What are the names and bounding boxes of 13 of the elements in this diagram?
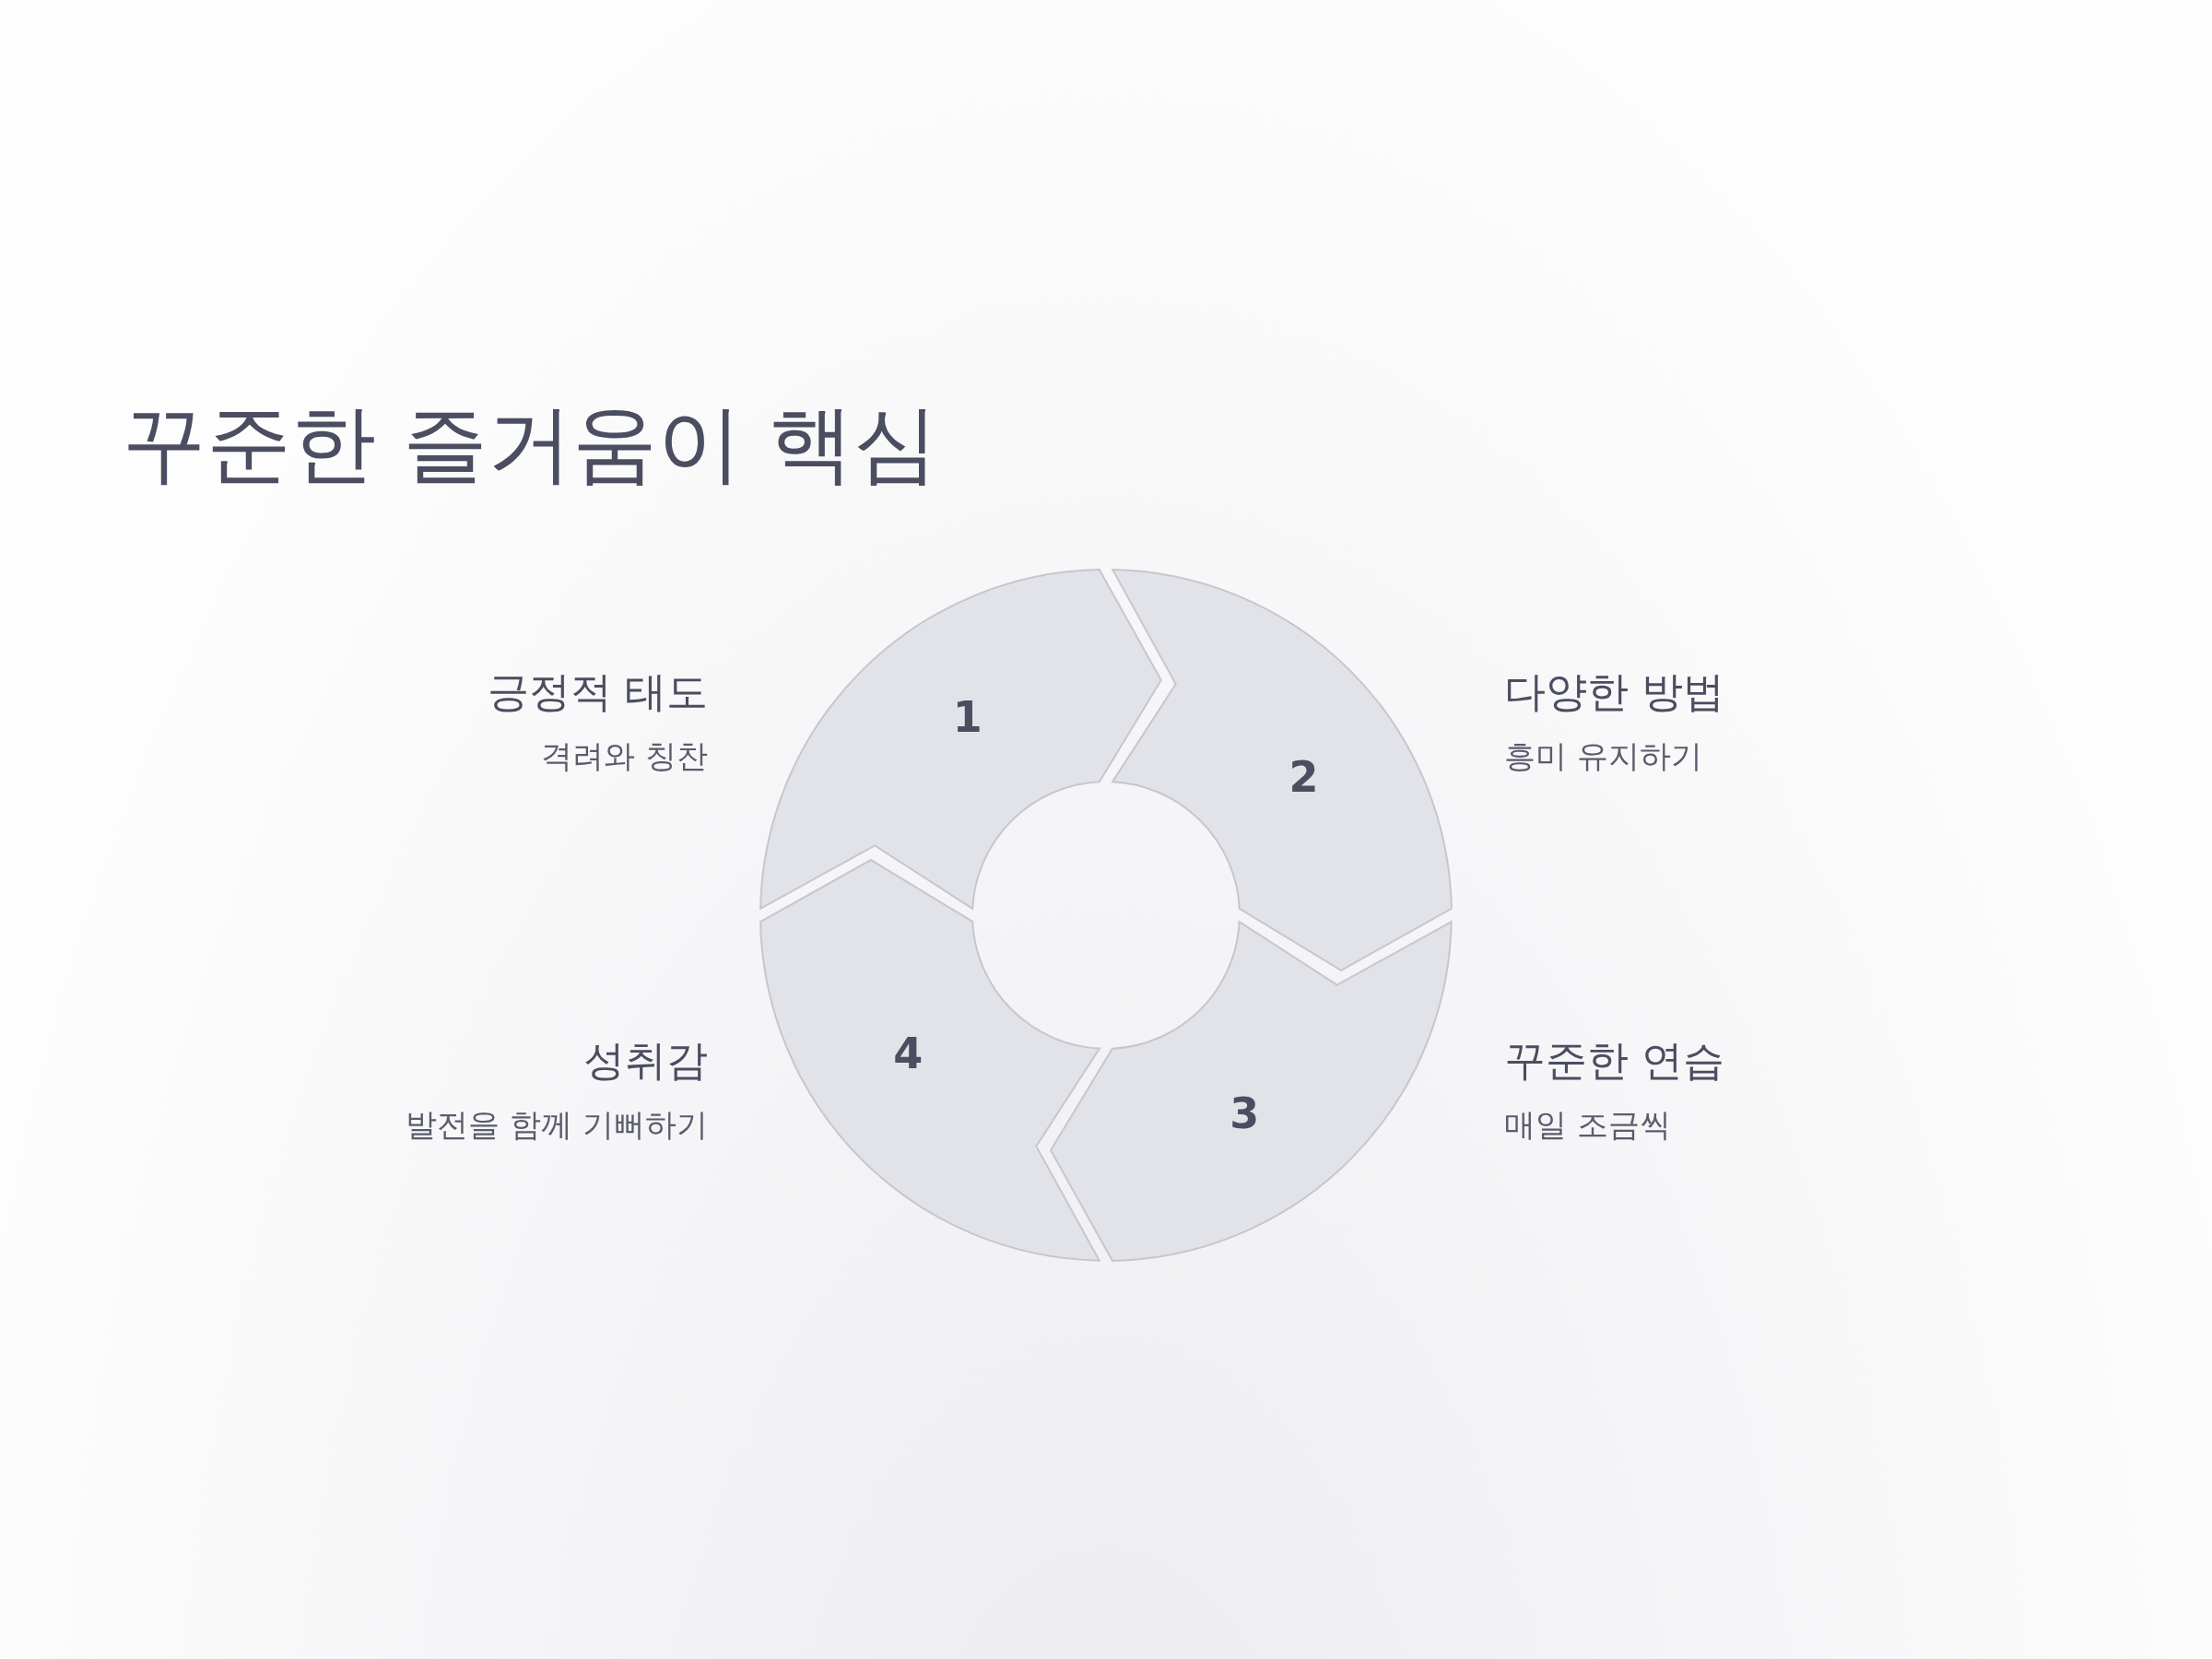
step-note: 흥미 유지하기 bbox=[1504, 737, 1702, 775]
step-number: 1 bbox=[952, 696, 982, 739]
step-number: 4 bbox=[893, 1032, 924, 1076]
step-heading: 성취감 bbox=[583, 1036, 708, 1086]
step-note: 매일 조금씩 bbox=[1504, 1106, 1671, 1144]
step-number: 2 bbox=[1288, 755, 1319, 798]
step-heading: 꾸준한 연습 bbox=[1504, 1036, 1725, 1086]
step-note: 발전을 함께 기뻐하기 bbox=[406, 1106, 708, 1144]
step-heading: 긍정적 태도 bbox=[487, 667, 708, 717]
step-heading: 다양한 방법 bbox=[1504, 667, 1725, 717]
step-number: 3 bbox=[1230, 1091, 1260, 1135]
step-note: 격려와 칭찬 bbox=[541, 737, 708, 775]
title: 꾸준한 즐거움이 핵심 bbox=[122, 394, 939, 495]
